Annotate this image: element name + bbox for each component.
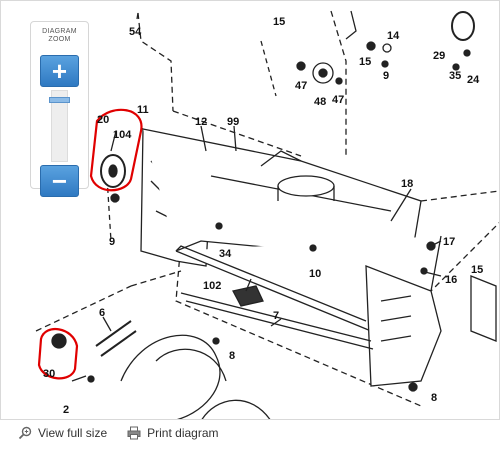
zoom-title: DIAGRAM ZOOM [42,28,77,43]
part-label: 47 [332,94,344,106]
part-label: 99 [227,116,239,128]
bolt-24 [463,49,471,57]
diagram-zoom-control: DIAGRAM ZOOM + − [30,21,89,197]
part-label: 10 [309,268,321,280]
bolt-10 [309,244,317,252]
part-label: 17 [443,236,455,248]
auger-blade [120,334,221,419]
view-full-size-link[interactable]: View full size [18,426,107,440]
part-label: 15 [359,56,371,68]
part-label: 34 [219,248,232,260]
part-label: 47 [295,80,307,92]
part-label: 104 [113,129,132,141]
nut-47b [335,77,343,85]
belt-6 [95,320,137,357]
pulley-hub [108,164,118,178]
printer-icon [127,426,141,440]
part-label: 16 [445,274,457,286]
part-label: 12 [195,116,207,128]
bolt-35 [452,63,460,71]
part-label: 29 [433,50,445,62]
housing-lip [175,245,367,322]
guide-line [35,285,132,332]
nut-14 [382,43,392,53]
part-label: 54 [129,26,142,38]
part-label: 20 [97,114,109,126]
auger-blade [201,399,271,419]
highlight-part-30 [37,327,79,380]
chute-wall [277,186,335,201]
part-label: 7 [273,310,279,322]
part-label: 8 [229,350,235,362]
print-diagram-label: Print diagram [147,426,219,440]
arm [345,10,357,40]
guide-line [330,10,347,156]
part-label: 48 [314,96,326,108]
bearing-30 [51,333,67,349]
bolt-8-right [408,382,418,392]
part-label: 15 [273,16,285,28]
part-label: 6 [99,307,105,319]
nut-47 [296,61,306,71]
guide-line [260,40,277,97]
slot [380,295,412,342]
diagram-footer: View full size Print diagram [18,424,219,442]
part-label: 102 [203,280,221,292]
part-label: 9 [109,236,115,248]
zoom-in-button[interactable]: + [40,55,79,87]
bracket-right [470,275,497,342]
scraper-bar [180,292,374,350]
guide-line [137,12,174,112]
bolt-9-left [110,193,120,203]
part-label: 11 [137,104,149,116]
side-plate-right [365,265,442,387]
part-label: 15 [471,264,483,276]
auger-blade [155,348,227,382]
zoom-slider-handle[interactable] [49,97,70,103]
part-label: 8 [431,392,437,404]
guide-line [420,222,499,302]
part-label: 9 [383,70,389,82]
bolt-9 [381,60,389,68]
washer-15 [366,41,376,51]
diagram-viewer[interactable]: 54 15 14 15 9 29 35 24 47 48 47 11 20 10… [0,0,500,420]
zoom-out-button[interactable]: − [40,165,79,197]
chute-bracket [260,150,302,167]
chute-ring [277,175,335,197]
bolt-34 [215,222,223,230]
part-label: 2 [63,404,69,416]
bracket-102 [232,285,264,307]
view-full-size-label: View full size [38,426,108,440]
guide-line [130,270,182,287]
magnifier-icon [18,426,32,440]
highlight-part-104 [89,108,143,192]
part-label: 30 [43,368,55,380]
part-label: 18 [401,178,413,190]
part-label: 24 [467,74,480,86]
print-diagram-link[interactable]: Print diagram [127,426,219,440]
bolt-2 [87,375,95,383]
pulley-29 [451,11,475,41]
zoom-slider[interactable] [49,90,70,162]
part-label: 14 [387,30,400,42]
guide-line [420,190,499,202]
parts-diagram: 54 15 14 15 9 29 35 24 47 48 47 11 20 10… [35,10,499,419]
guide-line [172,110,302,157]
bolt-8 [212,337,220,345]
part-label: 35 [449,70,461,82]
